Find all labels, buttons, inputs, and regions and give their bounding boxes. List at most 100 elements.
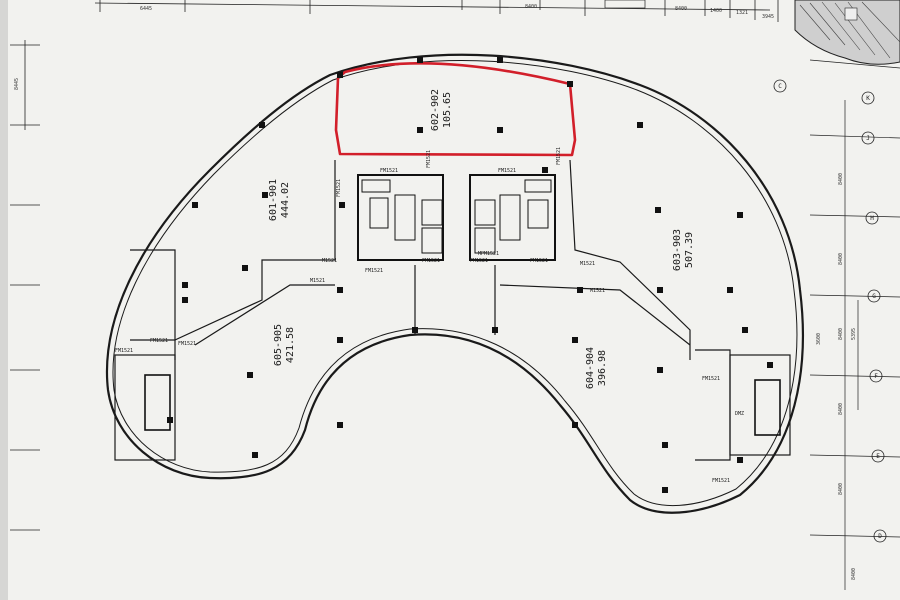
grid-axis-label: E: [876, 453, 880, 460]
tag-fm1521-core-d: FM1521: [422, 258, 440, 264]
tag-mpm1521: MPM1521: [478, 251, 499, 257]
grid-axis-bubbles: K J H G F E D C: [773, 79, 887, 543]
column-marker: [182, 297, 188, 303]
dim-top-mid: 8400: [525, 4, 537, 10]
column-marker: [577, 287, 583, 293]
tag-fm1521-rear: FM1521: [336, 179, 342, 197]
column-marker: [737, 212, 743, 218]
dim-right-1: 8400: [838, 173, 844, 185]
dim-right-3: 8400: [838, 328, 844, 340]
column-marker: [247, 372, 253, 378]
grid-axis-label: J: [866, 135, 870, 142]
column-marker: [339, 202, 345, 208]
tag-fm1521-core-a: FM1521: [380, 168, 398, 174]
interior-walls: [114, 159, 791, 461]
column-marker: [252, 452, 258, 458]
column-marker: [572, 422, 578, 428]
tag-fm1521-corner-left-b: FM1521: [115, 348, 133, 354]
column-marker: [742, 327, 748, 333]
grid-axis-label: H: [870, 215, 874, 222]
grid-axis-circle: [773, 79, 787, 93]
column-marker: [492, 327, 498, 333]
tag-fm1521-corner-left: FM1521: [150, 338, 168, 344]
tag-m1521-lower-left: M1521: [310, 278, 325, 284]
unit-number: 603-903: [672, 229, 683, 271]
tag-fm1521-corner-left-c: FM1521: [178, 341, 196, 347]
tag-dmz: DMZ: [735, 411, 744, 417]
dim-top-right-a: 8400: [675, 6, 687, 12]
grid-axis-circle: [861, 91, 875, 105]
column-marker: [662, 442, 668, 448]
column-marker: [662, 487, 668, 493]
column-marker: [567, 81, 573, 87]
unit-area: 396.98: [597, 350, 608, 386]
paper-shadow: [0, 0, 8, 600]
column-marker: [767, 362, 773, 368]
central-core: [144, 174, 781, 436]
column-marker: [337, 337, 343, 343]
right-dimension-lines: [809, 59, 900, 590]
column-marker: [727, 287, 733, 293]
tag-fm1521-core-c: FM1521: [365, 268, 383, 274]
column-marker: [182, 282, 188, 288]
grid-axis-label: D: [878, 533, 882, 540]
column-marker: [542, 167, 548, 173]
grid-axis-circle: [861, 131, 875, 145]
top-dimension-strip: [94, 0, 779, 22]
tag-fm1521-corner-right-b: FM1521: [712, 478, 730, 484]
grid-axis-circle: [871, 449, 885, 463]
column-marker: [655, 207, 661, 213]
column-marker: [737, 457, 743, 463]
dim-right-7: 5395: [851, 328, 857, 340]
unit-area: 105.65: [442, 92, 453, 128]
column-marker: [259, 122, 265, 128]
neighbor-building-hatch: [794, 0, 900, 65]
column-marker: [657, 287, 663, 293]
column-marker: [417, 127, 423, 133]
grid-axis-circle: [867, 289, 881, 303]
grid-axis-label: C: [778, 83, 782, 90]
grid-axis-label: K: [866, 95, 870, 102]
tag-fm1521-core-e: FM1521: [530, 258, 548, 264]
unit-area: 507.39: [684, 232, 695, 268]
unit-number: 602-902: [430, 89, 441, 131]
building-outer-wall: [105, 53, 804, 514]
highlighted-unit-outline: [334, 62, 577, 157]
unit-number: 601-901: [268, 179, 279, 221]
dim-top-left: 6445: [140, 6, 152, 12]
dim-top-right-b: 1400: [710, 8, 722, 14]
column-marker: [262, 192, 268, 198]
tag-fm1521-right: FM1521: [556, 147, 562, 165]
column-marker: [497, 57, 503, 63]
column-marker: [637, 122, 643, 128]
unit-number: 604-904: [585, 347, 596, 389]
column-marker: [497, 127, 503, 133]
tag-m1521-right: M1521: [580, 261, 595, 267]
grid-axis-circle: [865, 211, 879, 225]
dim-right-8: 3600: [816, 333, 822, 345]
column-marker: [242, 265, 248, 271]
column-marker: [572, 337, 578, 343]
column-marker: [192, 202, 198, 208]
tag-m1521-lower-right: M1521: [590, 288, 605, 294]
column-marker: [337, 422, 343, 428]
column-marker: [167, 417, 173, 423]
dim-right-2: 8400: [838, 253, 844, 265]
column-marker: [412, 327, 418, 333]
dim-top-right-c: 1321: [736, 10, 748, 16]
column-marker: [657, 367, 663, 373]
column-marker: [417, 57, 423, 63]
column-marker: [337, 72, 343, 78]
grid-axis-label: F: [874, 373, 878, 380]
grid-axis-label: G: [872, 293, 876, 300]
dim-right-4: 8400: [838, 403, 844, 415]
top-strip-box: [604, 0, 646, 9]
dim-right-5: 8400: [838, 483, 844, 495]
column-marker: [337, 287, 343, 293]
